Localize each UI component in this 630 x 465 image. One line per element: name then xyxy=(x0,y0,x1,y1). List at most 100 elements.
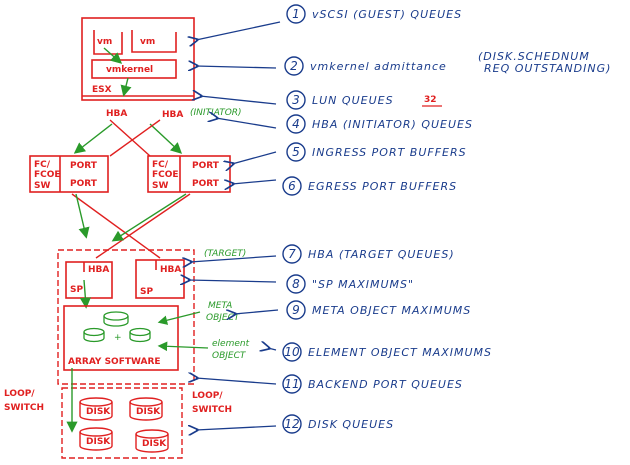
disk-label-2: DISK xyxy=(136,407,161,417)
queue-label: HBA (INITIATOR) QUEUES xyxy=(312,118,473,131)
queue-pointer-arrow xyxy=(196,66,277,68)
queue-number: 1 xyxy=(292,7,300,21)
array-hba-right-label: HBA xyxy=(160,265,181,275)
switch-left-port-top: PORT xyxy=(70,161,98,171)
queue-number-circle xyxy=(286,114,306,134)
queue-pointer-arrow xyxy=(196,378,277,385)
host-to-switch-green-paths xyxy=(73,123,183,154)
switch-right-port-bottom: PORT xyxy=(192,179,220,189)
storage-array-frame xyxy=(57,249,195,385)
switch-right-fabric-2: FCOE xyxy=(152,170,179,180)
vm-label-right: vm xyxy=(140,37,155,47)
queue-label: ELEMENT OBJECT MAXIMUMS xyxy=(308,346,492,359)
vmkernel-box xyxy=(91,59,177,79)
element-object-label-1: element xyxy=(212,339,250,349)
vmkernel-to-esx-arrow xyxy=(120,77,132,97)
queue-number: 5 xyxy=(292,145,300,159)
queue-item-7: 7 HBA (TARGET QUEUES) xyxy=(190,244,455,264)
queue-item-6: 6 EGRESS PORT BUFFERS xyxy=(232,176,457,196)
queue-pointer-arrow xyxy=(268,348,277,350)
host-hba-right-label: HBA xyxy=(162,110,183,120)
queue-item-9: 9 META OBJECT MAXIMUMS xyxy=(234,300,471,320)
queue-label: EGRESS PORT BUFFERS xyxy=(308,180,457,193)
queue-label: HBA (TARGET QUEUES) xyxy=(308,248,455,261)
queue-number-circle xyxy=(282,244,302,264)
queue-pointer-arrow xyxy=(196,426,277,430)
queue-label: LUN QUEUES xyxy=(312,94,394,107)
element-object-pointer xyxy=(157,341,209,352)
queue-number-circle xyxy=(286,90,306,110)
queue-label: META OBJECT MAXIMUMS xyxy=(312,304,471,317)
queue-number: 2 xyxy=(290,59,298,73)
vm-box-right xyxy=(131,30,177,53)
queue-number: 6 xyxy=(288,179,296,193)
plus-sign: + xyxy=(114,333,122,343)
array-software-label: ARRAY SOFTWARE xyxy=(68,357,161,367)
sp-to-software-path xyxy=(79,279,91,309)
queue-note-line-1: (DISK.SCHEDNUM xyxy=(478,50,590,63)
meta-object-label-1: META xyxy=(208,301,232,311)
queue-number: 7 xyxy=(288,247,296,261)
queue-label: DISK QUEUES xyxy=(308,418,394,431)
queue-pointer-arrow xyxy=(196,21,281,40)
array-software-box xyxy=(63,305,179,371)
sp-left-label: SP xyxy=(70,285,83,295)
switch-to-array-green-paths xyxy=(75,193,187,242)
switch-right-fabric-1: FC/ xyxy=(152,160,169,170)
queue-number: 9 xyxy=(292,303,300,317)
switch-left-fabric-1: FC/ xyxy=(34,160,51,170)
disk-label-3: DISK xyxy=(86,437,111,447)
switch-left-port-bottom: PORT xyxy=(70,179,98,189)
queue-number-circle xyxy=(282,176,302,196)
loop-left-1: LOOP/ xyxy=(4,389,35,399)
meta-objects xyxy=(83,311,151,343)
queue-pointer-arrow xyxy=(188,280,277,282)
disk-label-1: DISK xyxy=(86,407,111,417)
esx-host xyxy=(81,17,195,101)
host-to-switch-red-links xyxy=(109,119,161,157)
loop-left-2: SWITCH xyxy=(4,403,44,413)
array-hba-left-label: HBA xyxy=(88,265,109,275)
switch-to-array-red-links xyxy=(71,193,191,259)
initiator-note: (INITIATOR) xyxy=(190,108,242,118)
switch-left-fabric-3: SW xyxy=(34,181,50,191)
meta-object-pointer xyxy=(157,311,201,325)
meta-object-label-2: OBJECT xyxy=(206,313,241,323)
host-hba-left-label: HBA xyxy=(106,109,127,119)
queue-legend: 1 vSCSI (GUEST) QUEUES 2 vmkernel admittanc… xyxy=(188,4,611,434)
queue-item-8: 8"SP MAXIMUMS" xyxy=(188,274,414,294)
switch-right-fabric-3: SW xyxy=(152,181,168,191)
esx-label: ESX xyxy=(92,85,112,95)
queue-pointer-arrow xyxy=(216,118,277,129)
queue-number-circle xyxy=(282,414,302,434)
queue-pointer-arrow xyxy=(232,180,277,184)
queue-label: vSCSI (GUEST) QUEUES xyxy=(312,8,462,21)
queue-number-circle xyxy=(286,4,306,24)
queue-number-circle xyxy=(286,300,306,320)
queue-label: INGRESS PORT BUFFERS xyxy=(312,146,467,159)
queue-number-circle xyxy=(282,342,302,362)
queue-number: 11 xyxy=(284,377,299,391)
queue-item-5: 5 INGRESS PORT BUFFERS xyxy=(232,142,467,164)
switch-right-port-top: PORT xyxy=(192,161,220,171)
queue-pointer-arrow xyxy=(190,255,277,262)
sp-right-label: SP xyxy=(140,287,153,297)
queue-number-circle xyxy=(286,142,306,162)
disk-label-4: DISK xyxy=(142,439,167,449)
host-io-path xyxy=(103,47,132,97)
queue-pointer-arrow xyxy=(234,310,279,314)
lun-queue-depth: 32 xyxy=(424,95,437,105)
queue-label: "SP MAXIMUMS" xyxy=(312,278,414,291)
loop-right-2: SWITCH xyxy=(192,405,232,415)
loop-right-1: LOOP/ xyxy=(192,391,223,401)
queue-number-circle xyxy=(282,374,302,394)
queue-note-line-2: REQ OUTSTANDING) xyxy=(484,62,611,75)
fc-switch-left xyxy=(29,155,109,193)
queue-label: vmkernel admittance xyxy=(310,60,447,73)
vm-to-vmkernel-arrow xyxy=(103,47,123,64)
